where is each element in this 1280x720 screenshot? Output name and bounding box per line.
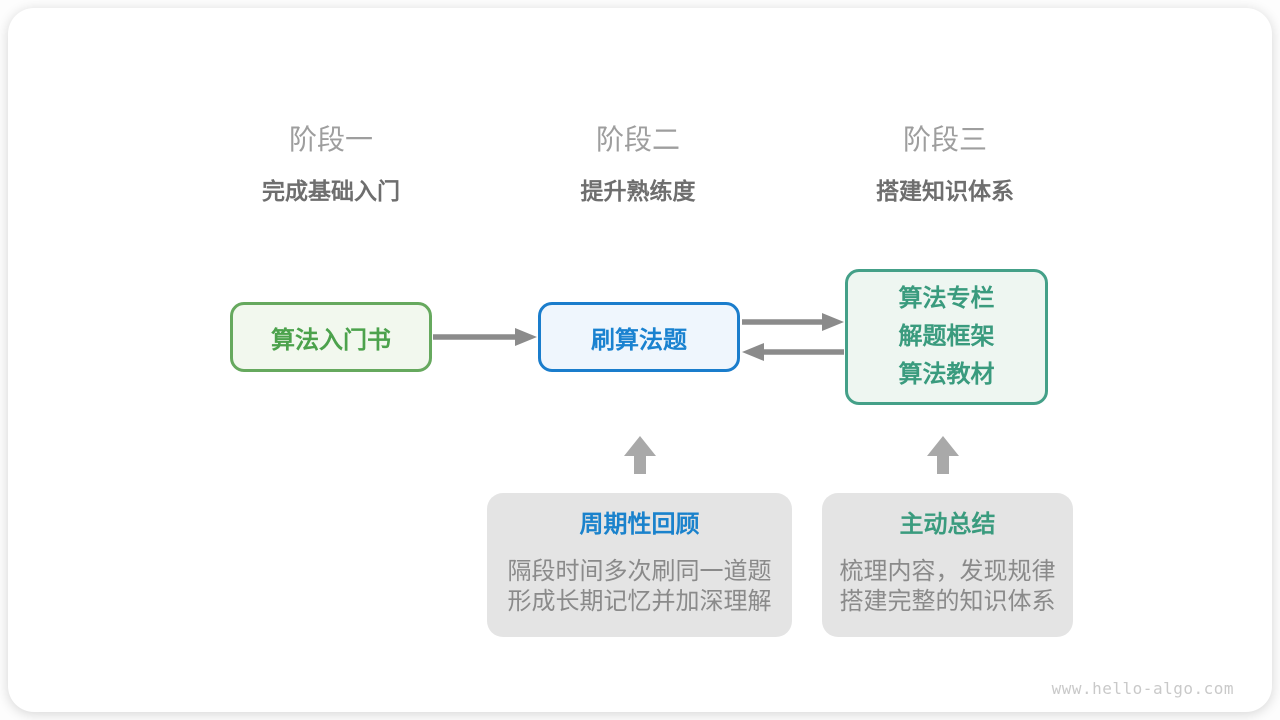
note-summary-title: 主动总结 [899, 511, 996, 538]
resources-box: 算法专栏 解题框架 算法教材 [845, 269, 1048, 405]
stage-2-label: 阶段二 [595, 124, 680, 155]
practice-box: 刷算法题 [538, 302, 740, 372]
up-arrow-review-icon [624, 436, 656, 474]
intro-book-box: 算法入门书 [230, 302, 432, 372]
resources-line-2: 解题框架 [898, 323, 995, 350]
up-arrow-summary-icon [927, 436, 959, 474]
watermark: www.hello-algo.com [1051, 679, 1234, 698]
note-summary-line-2: 搭建完整的知识体系 [839, 588, 1056, 615]
stage-1-goal: 完成基础入门 [262, 178, 400, 204]
stage-1-column: 阶段一 完成基础入门 [171, 122, 491, 206]
stage-3-label: 阶段三 [902, 124, 987, 155]
note-review-line-2: 形成长期记忆并加深理解 [507, 588, 772, 615]
stage-1-label: 阶段一 [288, 124, 373, 155]
note-summary-card: 主动总结 梳理内容，发现规律 搭建完整的知识体系 [822, 493, 1073, 637]
note-review-line-1: 隔段时间多次刷同一道题 [507, 558, 772, 585]
arrow-intro-to-practice-icon [433, 328, 537, 346]
resources-line-3: 算法教材 [898, 361, 995, 388]
note-review-card: 周期性回顾 隔段时间多次刷同一道题 形成长期记忆并加深理解 [487, 493, 792, 637]
stage-3-column: 阶段三 搭建知识体系 [785, 122, 1105, 206]
intro-book-label: 算法入门书 [271, 326, 391, 354]
stage-2-column: 阶段二 提升熟练度 [478, 122, 798, 206]
stage-2-goal: 提升熟练度 [580, 178, 696, 204]
practice-label: 刷算法题 [591, 326, 687, 354]
stage-3-goal: 搭建知识体系 [876, 178, 1014, 204]
note-review-title: 周期性回顾 [579, 511, 700, 538]
arrow-practice-to-resources-icon [742, 313, 844, 331]
resources-line-1: 算法专栏 [898, 285, 995, 312]
note-summary-line-1: 梳理内容，发现规律 [839, 558, 1056, 585]
arrow-resources-to-practice-icon [742, 343, 844, 361]
